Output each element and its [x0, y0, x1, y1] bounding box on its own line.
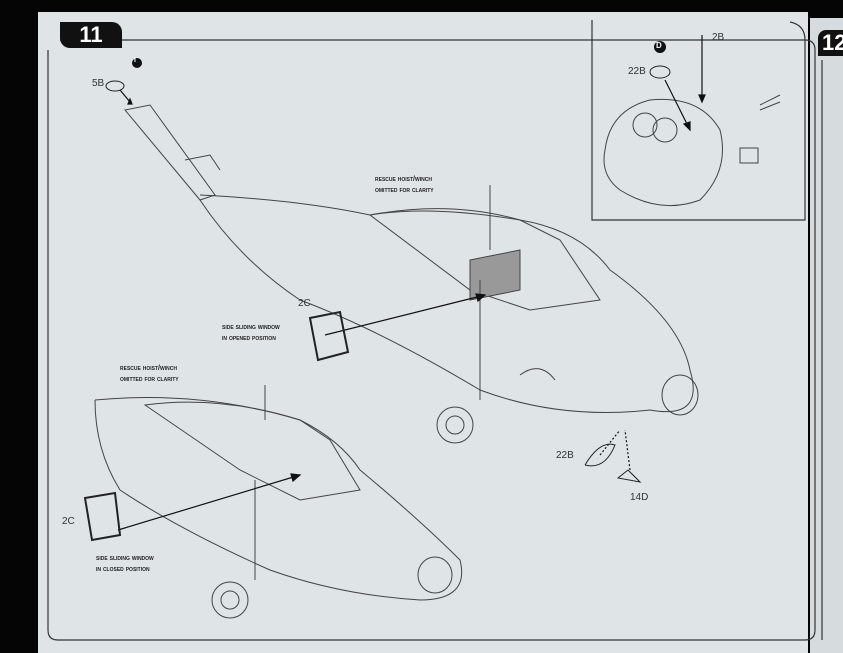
paint-marker-i: I: [134, 57, 136, 64]
inset-nose-drawing: [603, 94, 781, 207]
next-step-number-badge: 12: [818, 30, 843, 56]
paint-markers: [132, 41, 666, 68]
part-label-2c-opened: 2C: [298, 298, 311, 309]
inset-light-part: [649, 65, 671, 79]
window-parts: [83, 65, 671, 542]
main-frame: [47, 39, 816, 641]
instruction-page: [38, 12, 808, 653]
inset-frame: [591, 20, 806, 221]
tail-part: [105, 80, 125, 92]
step-number-badge: 11: [60, 22, 122, 48]
part-label-22b-inset: 22B: [628, 66, 646, 77]
paint-marker-d: D: [656, 41, 662, 50]
part-label-2c-closed: 2C: [62, 516, 75, 527]
assembly-arrows: [117, 35, 706, 531]
belly-light-part: [584, 443, 616, 467]
belly-antenna-part: [616, 469, 642, 483]
window-part-opened: [308, 310, 350, 362]
window-part-closed: [83, 491, 122, 542]
part-label-5b: 5B: [92, 78, 105, 89]
part-label-14d: 14D: [630, 492, 649, 503]
helicopter-opened-drawing: [124, 104, 699, 444]
part-label-2b: 2B: [712, 32, 725, 43]
part-label-22b-belly: 22B: [556, 450, 574, 461]
helicopter-closed-drawing: [94, 385, 462, 619]
